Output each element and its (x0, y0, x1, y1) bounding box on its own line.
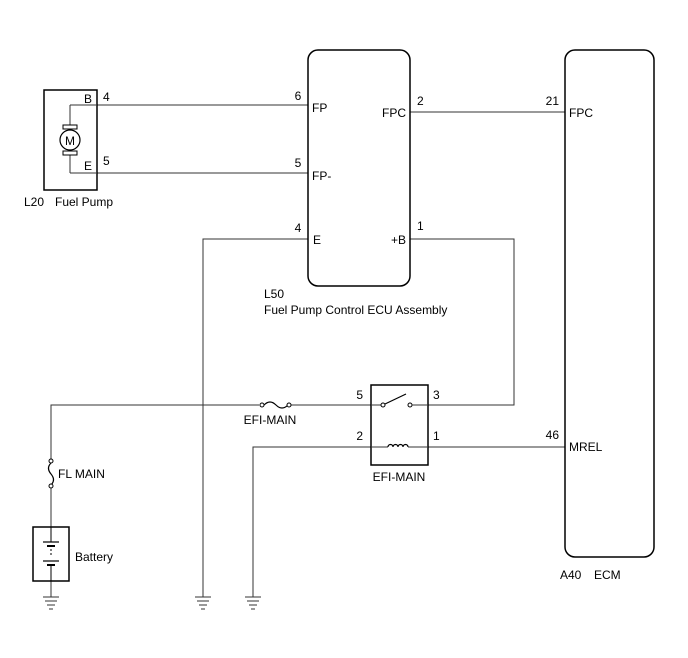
fuel-pump-code: L20 (24, 195, 44, 209)
fp-ecu-name: Fuel Pump Control ECU Assembly (264, 303, 447, 317)
fp-ecu: FP 6 FP- 5 E 4 FPC 2 +B 1 L50 Fuel Pump … (264, 49, 447, 317)
motor-symbol: M (65, 134, 75, 148)
fp-ecu-terminal-e: E (313, 233, 321, 247)
relay-box (370, 384, 429, 466)
efi-main-relay: 5 3 2 1 EFI-MAIN (356, 384, 440, 484)
fp-ecu-pin-e: 4 (295, 221, 302, 235)
fl-main-name: FL MAIN (58, 467, 105, 481)
wire-fuse-to-flmain (50, 404, 259, 459)
wire-coil-2-to-ground (252, 446, 371, 597)
relay-name: EFI-MAIN (373, 470, 426, 484)
fp-ecu-terminal-fp: FP (312, 101, 327, 115)
relay-coil-icon (371, 443, 428, 448)
fl-main-fuse: FL MAIN (47, 458, 105, 489)
relay-pin-3: 3 (433, 388, 440, 402)
fuel-pump-pin-e: 5 (103, 154, 110, 168)
fp-ecu-code: L50 (264, 287, 284, 301)
ecm-terminal-fpc: FPC (569, 106, 593, 120)
battery-name: Battery (75, 550, 113, 564)
fp-ecu-terminal-fpc: FPC (382, 106, 406, 120)
battery: Battery (32, 526, 113, 582)
fuel-pump-terminal-b-label: B (84, 92, 92, 106)
ecm-box (564, 49, 655, 558)
ecm-terminal-mrel: MREL (569, 440, 603, 454)
fuel-pump: M B E 4 5 L20 Fuel Pump (24, 89, 113, 209)
fp-ecu-terminal-fpm: FP- (312, 169, 331, 183)
fp-ecu-terminal-plusb: +B (391, 233, 406, 247)
fuel-pump-name: Fuel Pump (55, 195, 113, 209)
ecm-pin-mrel: 46 (546, 428, 560, 442)
ecm-pin-fpc: 21 (546, 94, 560, 108)
fp-ecu-pin-fp: 6 (295, 89, 302, 103)
ecm: FPC 21 MREL 46 A40 ECM (546, 49, 655, 582)
wire-plusb-to-relay-3 (410, 238, 515, 406)
fusible-link-icon (47, 458, 55, 489)
fuel-pump-pin-b: 4 (103, 90, 110, 104)
motor-icon: M (59, 124, 81, 156)
fp-ecu-pin-plusb: 1 (417, 219, 424, 233)
relay-pin-5: 5 (356, 388, 363, 402)
wires (50, 104, 565, 597)
relay-switch-icon (371, 393, 428, 408)
fp-ecu-pin-fpm: 5 (295, 156, 302, 170)
efi-main-fuse-name: EFI-MAIN (244, 413, 297, 427)
relay-pin-2: 2 (356, 429, 363, 443)
efi-main-fuse: EFI-MAIN (244, 401, 297, 427)
ground-icon (43, 596, 59, 610)
wire-ecu-e-to-ground (202, 238, 308, 597)
ground-icon (195, 596, 211, 610)
fuel-pump-terminal-e-label: E (84, 159, 92, 173)
ground-icon (245, 596, 261, 610)
fp-ecu-pin-fpc: 2 (417, 94, 424, 108)
relay-pin-1: 1 (433, 429, 440, 443)
ecm-code: A40 (560, 568, 582, 582)
fp-ecu-box (307, 49, 411, 287)
battery-icon (43, 527, 59, 581)
fuse-icon (259, 401, 292, 409)
ecm-name: ECM (594, 568, 621, 582)
